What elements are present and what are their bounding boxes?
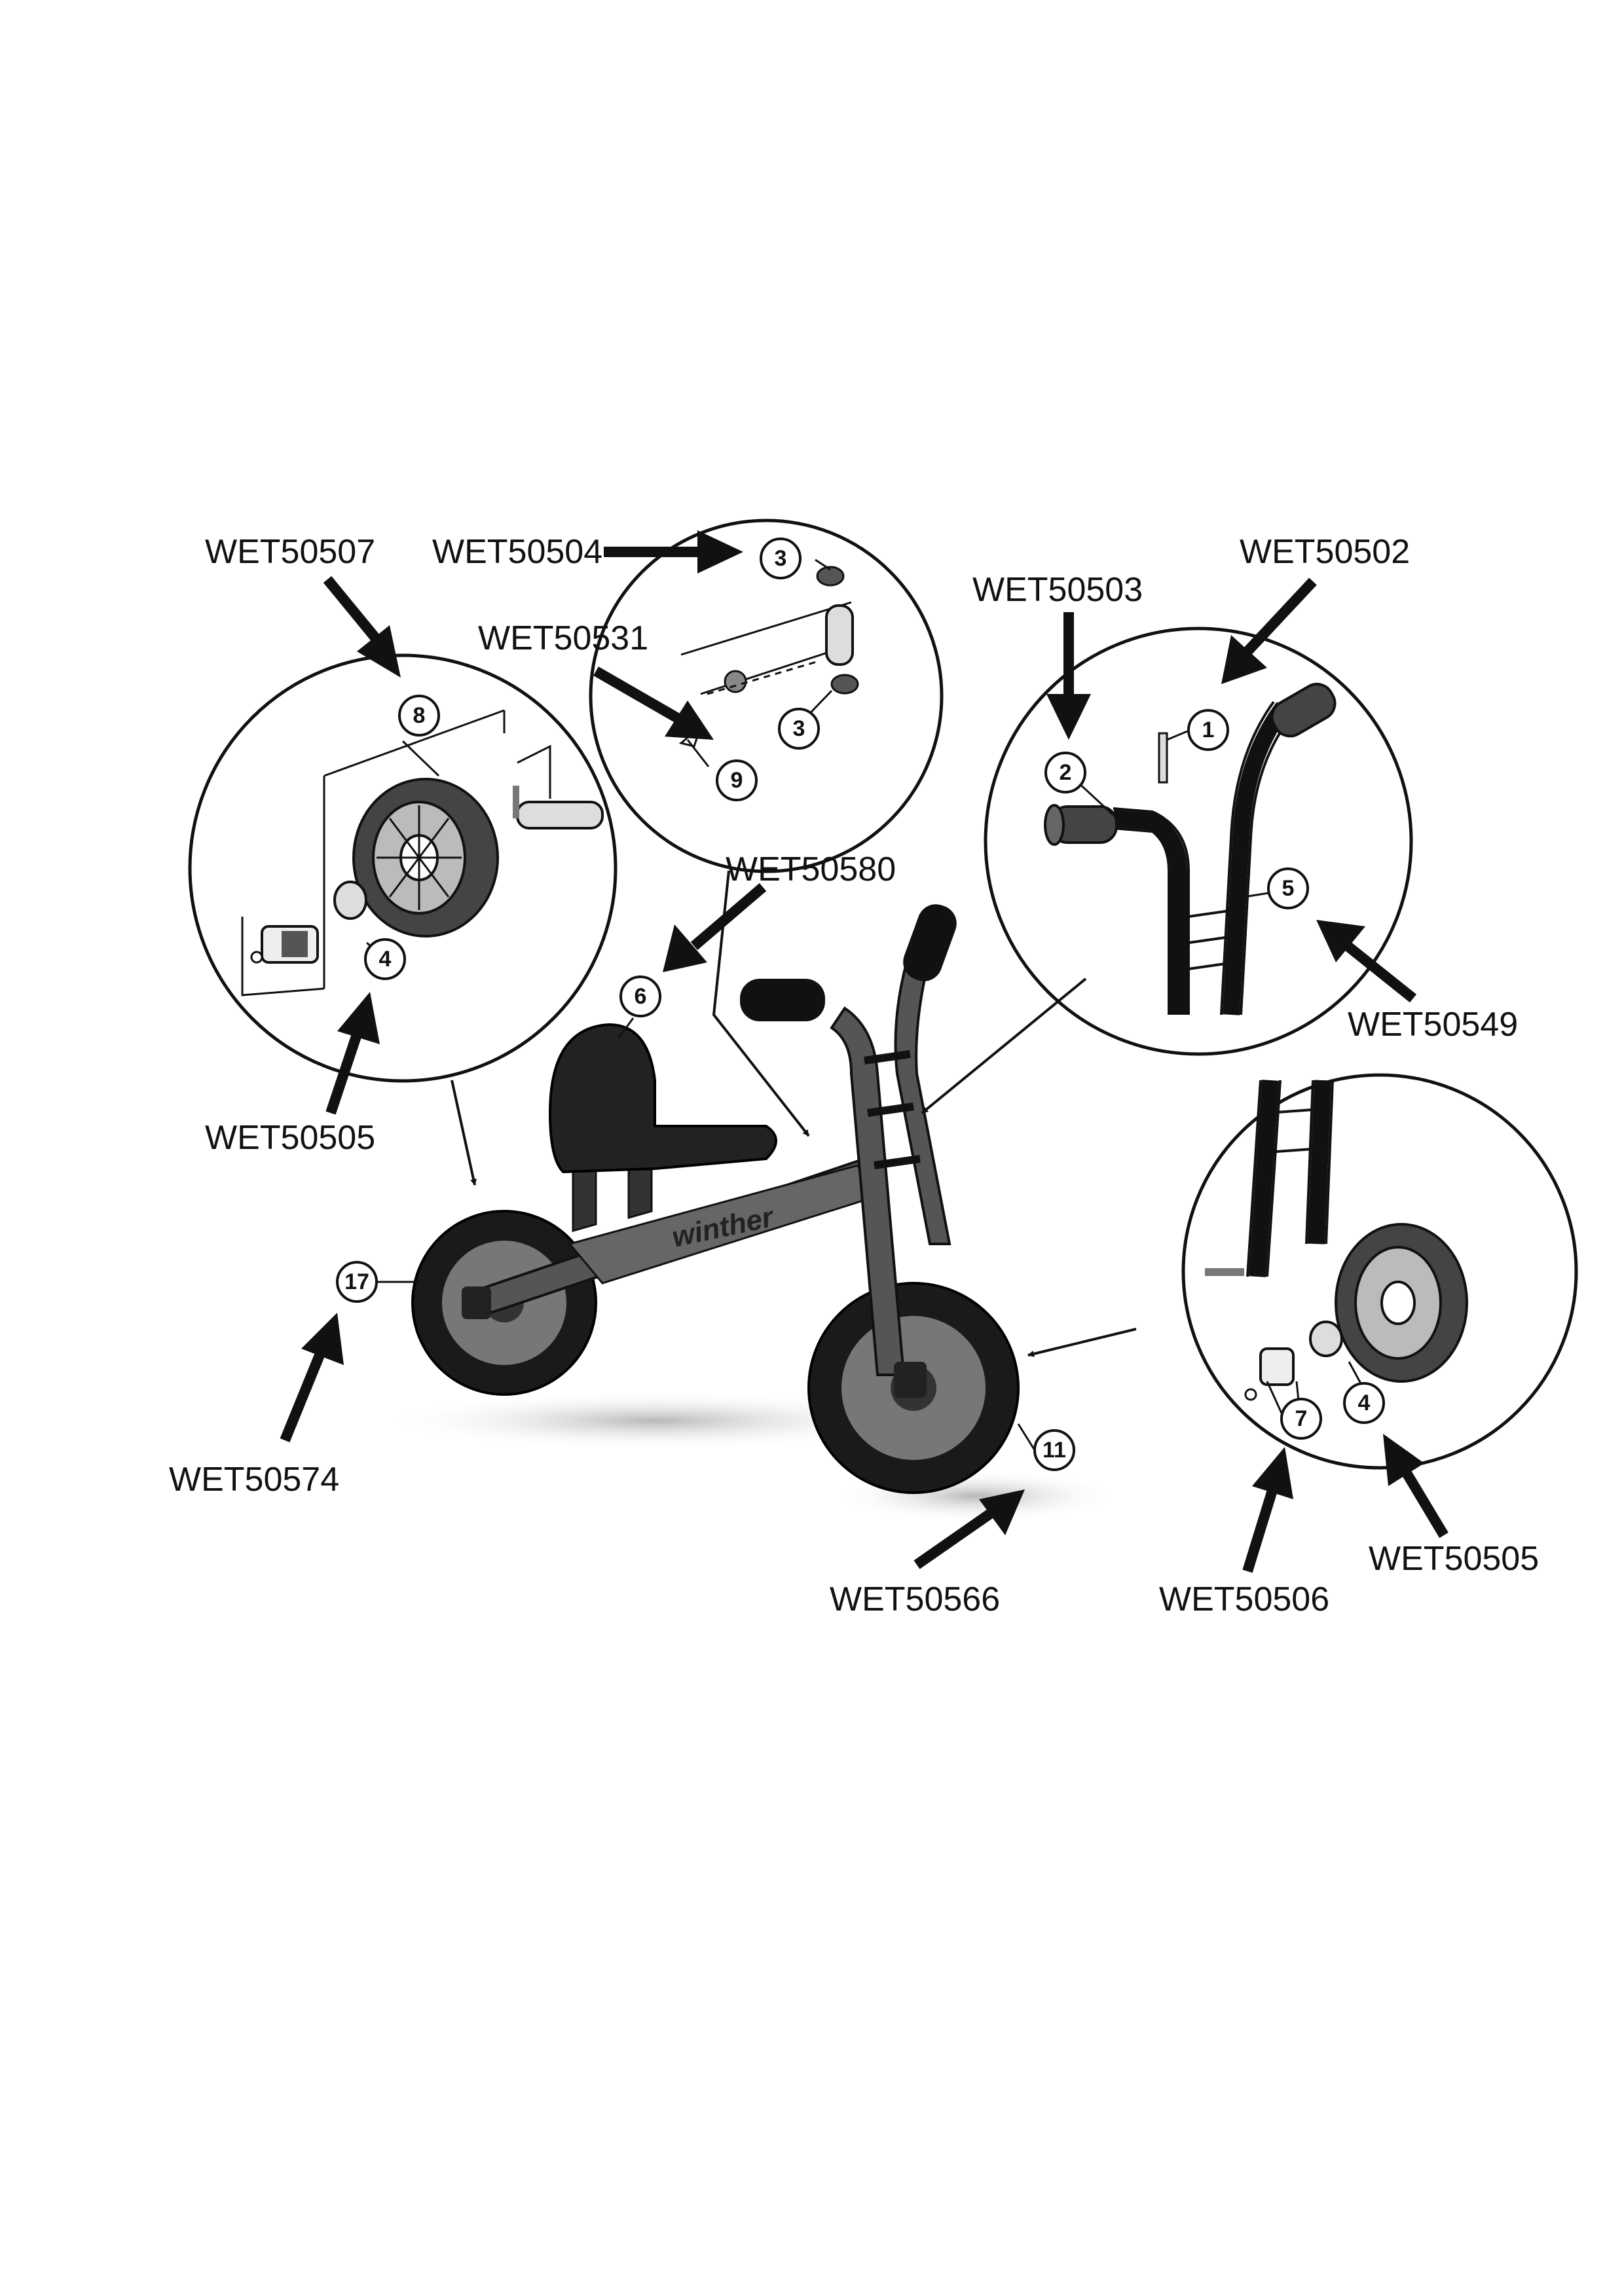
label-wet50504: WET50504 [432,533,602,571]
svg-text:6: 6 [635,984,647,1009]
label-wet50507: WET50507 [205,533,375,571]
svg-text:7: 7 [1295,1406,1308,1431]
arrow-wet50507 [323,575,401,678]
label-wet50531: WET50531 [478,619,648,657]
svg-text:3: 3 [775,546,787,571]
callout-3-bottom: 3 [778,708,820,750]
callout-8: 8 [398,695,440,737]
label-wet50580: WET50580 [726,850,896,888]
arrow-wet50506 [1242,1447,1293,1573]
arrow-wet50549 [1316,920,1416,1003]
callout-9: 9 [716,759,758,801]
svg-text:5: 5 [1282,876,1295,901]
callout-3-top: 3 [760,538,802,579]
svg-text:4: 4 [379,947,392,972]
label-wet50506: WET50506 [1159,1580,1329,1618]
pointer-arrows [280,530,1449,1573]
arrow-wet50531 [593,666,714,740]
svg-text:4: 4 [1358,1391,1371,1415]
arrow-wet50574 [280,1313,344,1443]
svg-text:3: 3 [793,716,805,741]
callout-5: 5 [1267,867,1309,909]
label-wet50505-right: WET50505 [1369,1540,1539,1578]
label-wet50503: WET50503 [972,571,1143,609]
label-wet50566: WET50566 [830,1580,1000,1618]
callout-4-right: 4 [1343,1382,1385,1424]
callout-4-left: 4 [364,938,406,980]
detail-circle-front-wheel [1181,1073,1578,1470]
callout-2: 2 [1044,752,1086,793]
arrow-wet50580 [663,883,767,972]
svg-text:11: 11 [1043,1438,1066,1463]
detail-circle-seat-bracket [589,519,944,873]
callout-bubbles: 8 4 3 3 9 2 1 5 6 17 11 7 4 [336,538,1385,1471]
label-wet50502: WET50502 [1240,533,1410,571]
callout-1: 1 [1187,709,1229,751]
callout-17: 17 [336,1261,378,1303]
svg-text:9: 9 [731,768,743,793]
label-wet50549: WET50549 [1348,1006,1518,1044]
callout-7: 7 [1280,1398,1322,1440]
svg-text:1: 1 [1202,718,1215,742]
arrow-wet50503 [1046,612,1091,740]
balance-bike: winther [380,904,1120,1522]
label-wet50505-left: WET50505 [205,1119,375,1157]
svg-text:8: 8 [413,703,426,728]
detail-circle-handlebar [984,627,1413,1056]
callout-11: 11 [1033,1429,1075,1471]
callout-6: 6 [619,975,661,1017]
part-code-labels: WET50507 WET50504 WET50531 WET50503 WET5… [169,533,1539,1618]
svg-text:2: 2 [1060,760,1072,785]
label-wet50574: WET50574 [169,1461,339,1499]
svg-text:17: 17 [344,1269,369,1294]
arrow-wet50566 [913,1489,1025,1569]
arrow-wet50505-right [1383,1434,1449,1539]
arrow-wet50505-left [325,992,380,1115]
arrow-wet50502 [1221,577,1317,684]
detail-circle-rear-wheel [188,653,618,1083]
arrow-wet50504 [604,530,743,574]
